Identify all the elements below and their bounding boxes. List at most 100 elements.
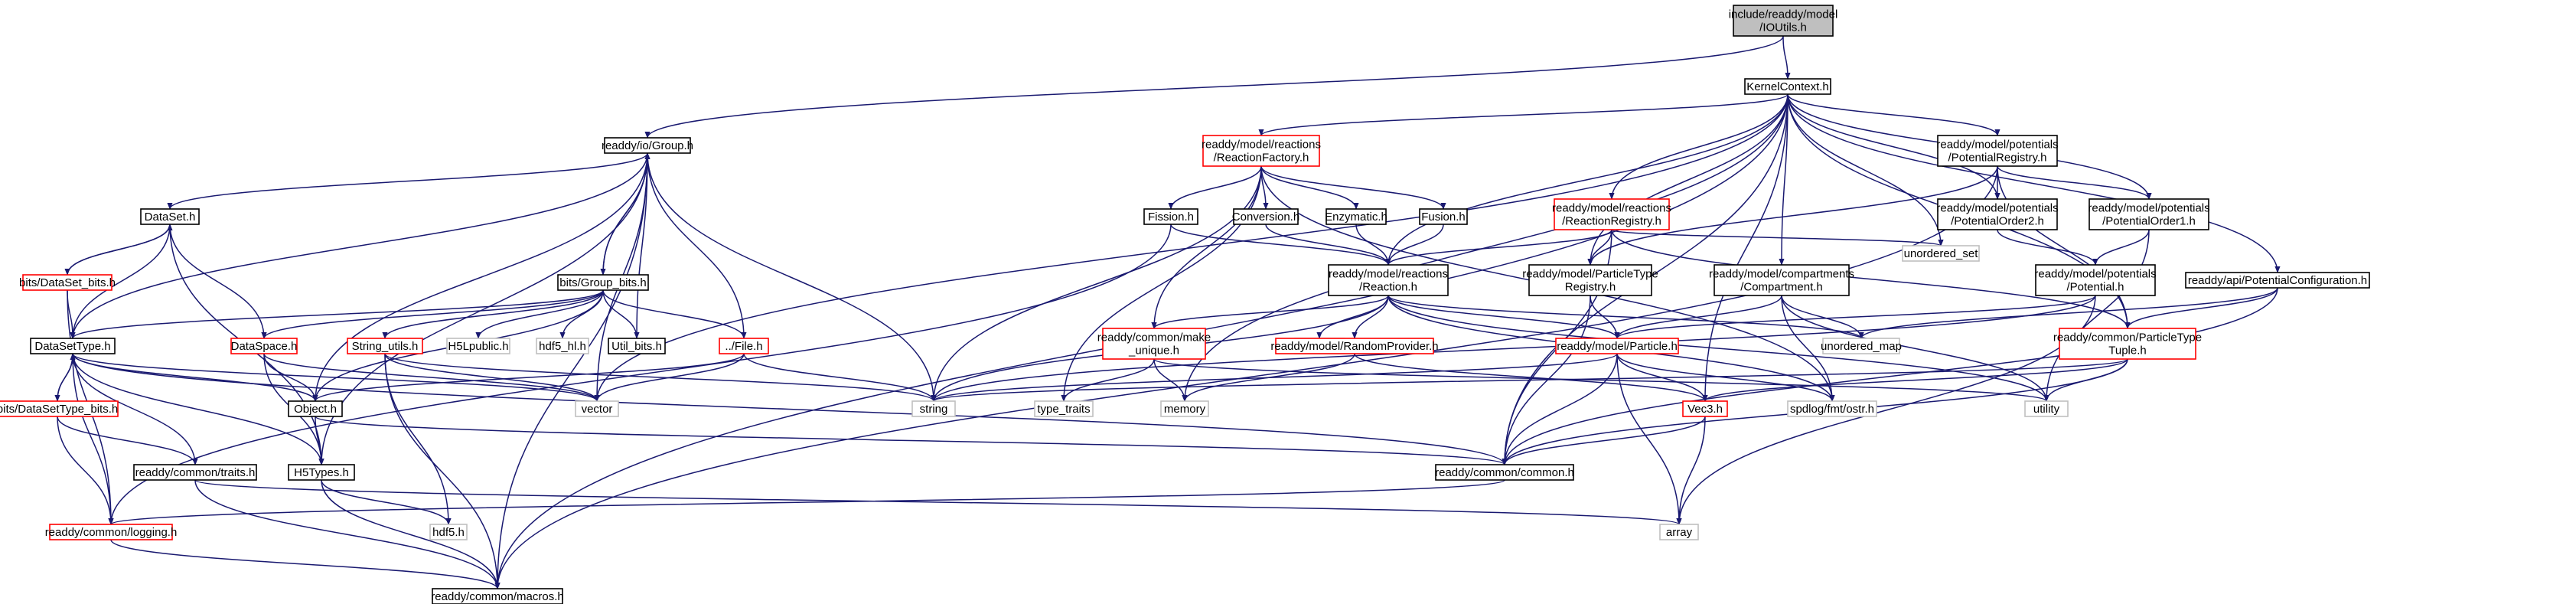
node-box: [2185, 272, 2370, 289]
node-type_traits[interactable]: type_traits: [1034, 400, 1094, 417]
node-conversion[interactable]: Conversion.h: [1232, 208, 1299, 225]
node-h5types[interactable]: H5Types.h: [288, 464, 355, 481]
node-label: Registry.h: [1565, 281, 1616, 294]
edge-common-to-logging: [108, 479, 1505, 525]
node-reactionfactory[interactable]: readdy/model/reactions/ReactionFactory.h: [1202, 135, 1321, 167]
edge-reactionfactory-to-fusion: [1260, 165, 1446, 210]
node-memory[interactable]: memory: [1160, 400, 1209, 417]
node-box: [49, 524, 173, 540]
node-object[interactable]: Object.h: [288, 400, 343, 417]
node-macros[interactable]: readdy/common/macros.h: [431, 588, 564, 604]
node-string[interactable]: string: [911, 400, 956, 417]
node-box: [30, 338, 116, 354]
node-common[interactable]: readdy/common/common.h: [1435, 464, 1574, 481]
edge-group-to-object: [312, 152, 648, 402]
edge-potentialorder1-to-utility: [2043, 229, 2150, 402]
node-potential[interactable]: readdy/model/potentials/Potential.h: [2034, 264, 2157, 296]
node-datasetbits[interactable]: bits/DataSet_bits.h: [19, 274, 116, 291]
node-label: H5Lpublic.h: [448, 340, 508, 353]
node-reactionregistry[interactable]: readdy/model/reactions/ReactionRegistry.…: [1552, 198, 1671, 230]
node-vec3[interactable]: Vec3.h: [1682, 400, 1728, 417]
edge-particle-to-array: [1616, 353, 1682, 525]
node-enzymatic[interactable]: Enzymatic.h: [1325, 208, 1387, 225]
node-label: Fission.h: [1148, 211, 1194, 224]
node-potentialorder2[interactable]: readdy/model/potentials/PotentialOrder2.…: [1936, 198, 2059, 230]
node-kernelcontext[interactable]: KernelContext.h: [1744, 78, 1831, 95]
node-label: Enzymatic.h: [1325, 211, 1387, 224]
edge-stringutils-to-string: [384, 353, 937, 402]
node-label: readdy/common/logging.h: [45, 526, 178, 539]
edge-groupbits-to-group: [602, 152, 651, 276]
node-compartment[interactable]: readdy/model/compartments/Compartment.h: [1709, 264, 1854, 296]
node-box: [1744, 78, 1831, 95]
node-label: ../File.h: [725, 340, 762, 353]
node-box: [1233, 208, 1299, 225]
node-box: [0, 400, 119, 417]
node-vector[interactable]: vector: [575, 400, 619, 417]
edge-reaction-to-particle: [1387, 295, 1620, 339]
node-reaction[interactable]: readdy/model/reactions/Reaction.h: [1328, 264, 1449, 296]
node-randomprovider[interactable]: readdy/model/RandomProvider.h: [1270, 338, 1439, 354]
edge-reactionfactory-to-string: [931, 165, 1262, 402]
node-groupbits[interactable]: bits/Group_bits.h: [557, 274, 649, 291]
node-dataset[interactable]: DataSet.h: [140, 208, 200, 225]
node-ioutils[interactable]: include/readdy/model/IOUtils.h: [1729, 5, 1838, 37]
node-stringutils[interactable]: String_utils.h: [347, 338, 423, 354]
node-hdf5[interactable]: hdf5.h: [429, 524, 468, 540]
node-h5lpublic[interactable]: H5Lpublic.h: [446, 338, 510, 354]
node-box: [133, 464, 257, 481]
node-label: /Potential.h: [2066, 281, 2124, 294]
edge-utilbits-to-group: [636, 152, 651, 339]
edge-object-to-common: [315, 416, 1508, 465]
edge-kernelcontext-to-memory: [1182, 93, 1789, 402]
node-file[interactable]: ../File.h: [719, 338, 769, 354]
node-potentialconfiguration[interactable]: readdy/api/PotentialConfiguration.h: [2185, 272, 2370, 289]
node-box: [1202, 135, 1320, 167]
edge-ioutils-to-group: [644, 35, 1784, 139]
node-traits[interactable]: readdy/common/traits.h: [133, 464, 257, 481]
node-label: /Compartment.h: [1740, 281, 1823, 294]
node-box: [1435, 464, 1574, 481]
node-array[interactable]: array: [1659, 524, 1699, 540]
node-fission[interactable]: Fission.h: [1143, 208, 1198, 225]
node-potentialorder1[interactable]: readdy/model/potentials/PotentialOrder1.…: [2088, 198, 2210, 230]
node-label: array: [1666, 526, 1693, 539]
node-label: Fusion.h: [1421, 211, 1466, 224]
edge-potentialregistry-to-particletypetuple: [1997, 165, 2131, 329]
node-unordered_set[interactable]: unordered_set: [1902, 245, 1980, 262]
edge-potentialconfiguration-to-unordered_map: [1858, 287, 2278, 339]
node-unordered_map[interactable]: unordered_map: [1821, 338, 1902, 354]
edge-dataset-to-dataspace: [169, 224, 267, 339]
node-hdf5hl[interactable]: hdf5_hl.h: [536, 338, 589, 354]
node-label: readdy/model/ParticleType: [1522, 268, 1658, 281]
edge-kernelcontext-to-potentialconfiguration: [1787, 93, 2281, 273]
edge-reactionfactory-to-enzymatic: [1260, 165, 1359, 210]
edge-reaction-to-randomprovider: [1352, 295, 1389, 339]
node-utility[interactable]: utility: [2024, 400, 2069, 417]
edge-reactionfactory-to-fission: [1168, 165, 1262, 210]
node-makeunique[interactable]: readdy/common/make_unique.h: [1097, 328, 1211, 360]
edge-kernelcontext-to-vector: [594, 93, 1789, 402]
node-datasettypebits[interactable]: bits/DataSetType_bits.h: [0, 400, 119, 417]
edge-stringutils-to-hdf5: [384, 353, 452, 525]
node-dataspace[interactable]: DataSpace.h: [230, 338, 298, 354]
node-logging[interactable]: readdy/common/logging.h: [45, 524, 178, 540]
node-potentialregistry[interactable]: readdy/model/potentials/PotentialRegistr…: [1936, 135, 2059, 167]
node-fusion[interactable]: Fusion.h: [1419, 208, 1468, 225]
node-group[interactable]: readdy/io/Group.h: [602, 137, 693, 154]
edge-compartment-to-unordered_map: [1781, 295, 1864, 339]
node-spdlog[interactable]: spdlog/fmt/ostr.h: [1787, 400, 1877, 417]
edge-h5types-to-macros: [321, 479, 501, 589]
edge-reactionregistry-to-unordered_set: [1611, 229, 1944, 246]
edge-randomprovider-to-vec3: [1354, 353, 1708, 402]
edge-particle-to-string: [931, 353, 1618, 402]
node-label: H5Types.h: [294, 466, 349, 479]
edge-particle-to-vec3: [1616, 353, 1708, 402]
node-utilbits[interactable]: Util_bits.h: [608, 338, 666, 354]
node-datasettype[interactable]: DataSetType.h: [30, 338, 116, 354]
node-particle[interactable]: readdy/model/Particle.h: [1555, 338, 1679, 354]
edge-stringutils-to-vector: [384, 353, 600, 402]
